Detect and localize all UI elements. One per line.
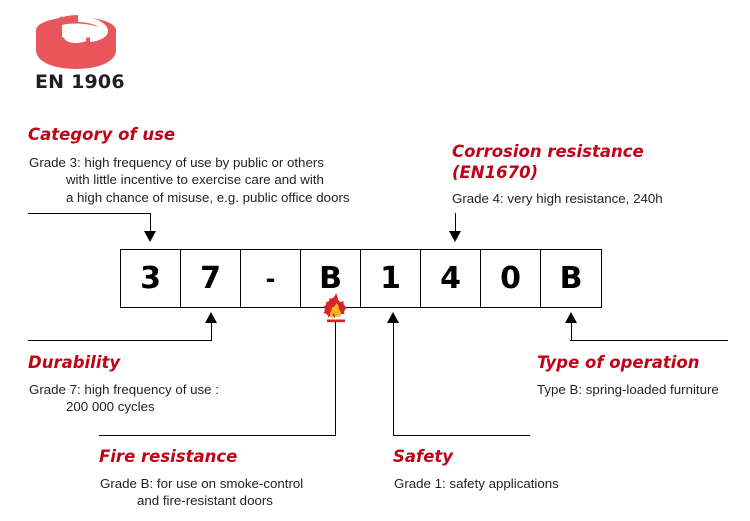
code-cell-8[interactable]: B (559, 261, 583, 296)
fire-resistance-line-1: Grade B: for use on smoke-control (100, 476, 304, 491)
code-cell-1[interactable]: 3 (121, 250, 181, 307)
durability-arrow-up-icon (205, 312, 217, 323)
fire-resistance-heading: Fire resistance (99, 447, 238, 466)
code-cell-3[interactable]: - (241, 250, 301, 307)
durability-connector-horizontal (28, 340, 212, 341)
durability-connector-vertical (211, 322, 212, 341)
category-of-use-arrow-down-icon (144, 231, 156, 242)
flame-icon (323, 293, 348, 323)
category-of-use-line-3: a high chance of misuse, e.g. public off… (29, 190, 350, 205)
code-cell-5[interactable]: 1 (361, 250, 421, 307)
type-of-operation-line-1: Type B: spring-loaded furniture (537, 382, 719, 397)
type-of-operation-connector-vertical (571, 322, 572, 341)
durability-line-1: Grade 7: high frequency of use : (29, 382, 219, 397)
code-cell-2[interactable]: 7 (181, 250, 241, 307)
corrosion-resistance-line-1: Grade 4: very high resistance, 240h (452, 191, 663, 206)
safety-heading: Safety (393, 447, 454, 466)
type-of-operation-heading: Type of operation (537, 353, 700, 372)
category-of-use-line-2: with little incentive to exercise care a… (29, 172, 324, 187)
corrosion-resistance-heading-line-2: (EN1670) (452, 163, 539, 182)
safety-connector-horizontal (393, 435, 530, 436)
code-cell-6[interactable]: 4 (421, 250, 481, 307)
safety-line-1: Grade 1: safety applications (394, 476, 559, 491)
code-cell-4[interactable]: B (301, 250, 361, 307)
corrosion-resistance-connector-vertical (455, 213, 456, 232)
safety-connector-vertical (393, 322, 394, 436)
corrosion-resistance-arrow-down-icon (449, 231, 461, 242)
safety-arrow-up-icon (387, 312, 399, 323)
fire-resistance-line-2: and fire-resistant doors (100, 493, 273, 508)
type-of-operation-arrow-up-icon (565, 312, 577, 323)
durability-line-2: 200 000 cycles (29, 399, 155, 414)
logo-caption: EN 1906 (35, 71, 125, 93)
fire-resistance-connector-vertical (335, 322, 336, 436)
category-of-use-connector-horizontal (28, 213, 151, 214)
corrosion-resistance-heading-line-1: Corrosion resistance (452, 142, 644, 161)
fire-resistance-connector-horizontal (99, 435, 336, 436)
category-of-use-line-1: Grade 3: high frequency of use by public… (29, 155, 324, 170)
code-cell-7[interactable]: 0 (481, 250, 541, 307)
classification-code-row: 3 7 - B 1 4 0 B (120, 249, 602, 308)
category-of-use-heading: Category of use (28, 125, 176, 144)
type-of-operation-connector-horizontal (570, 340, 728, 341)
rotating-arrow-cylinder-icon (36, 15, 116, 69)
durability-heading: Durability (28, 353, 121, 372)
en1906-logo: EN 1906 (28, 14, 148, 104)
category-of-use-connector-vertical (150, 213, 151, 232)
